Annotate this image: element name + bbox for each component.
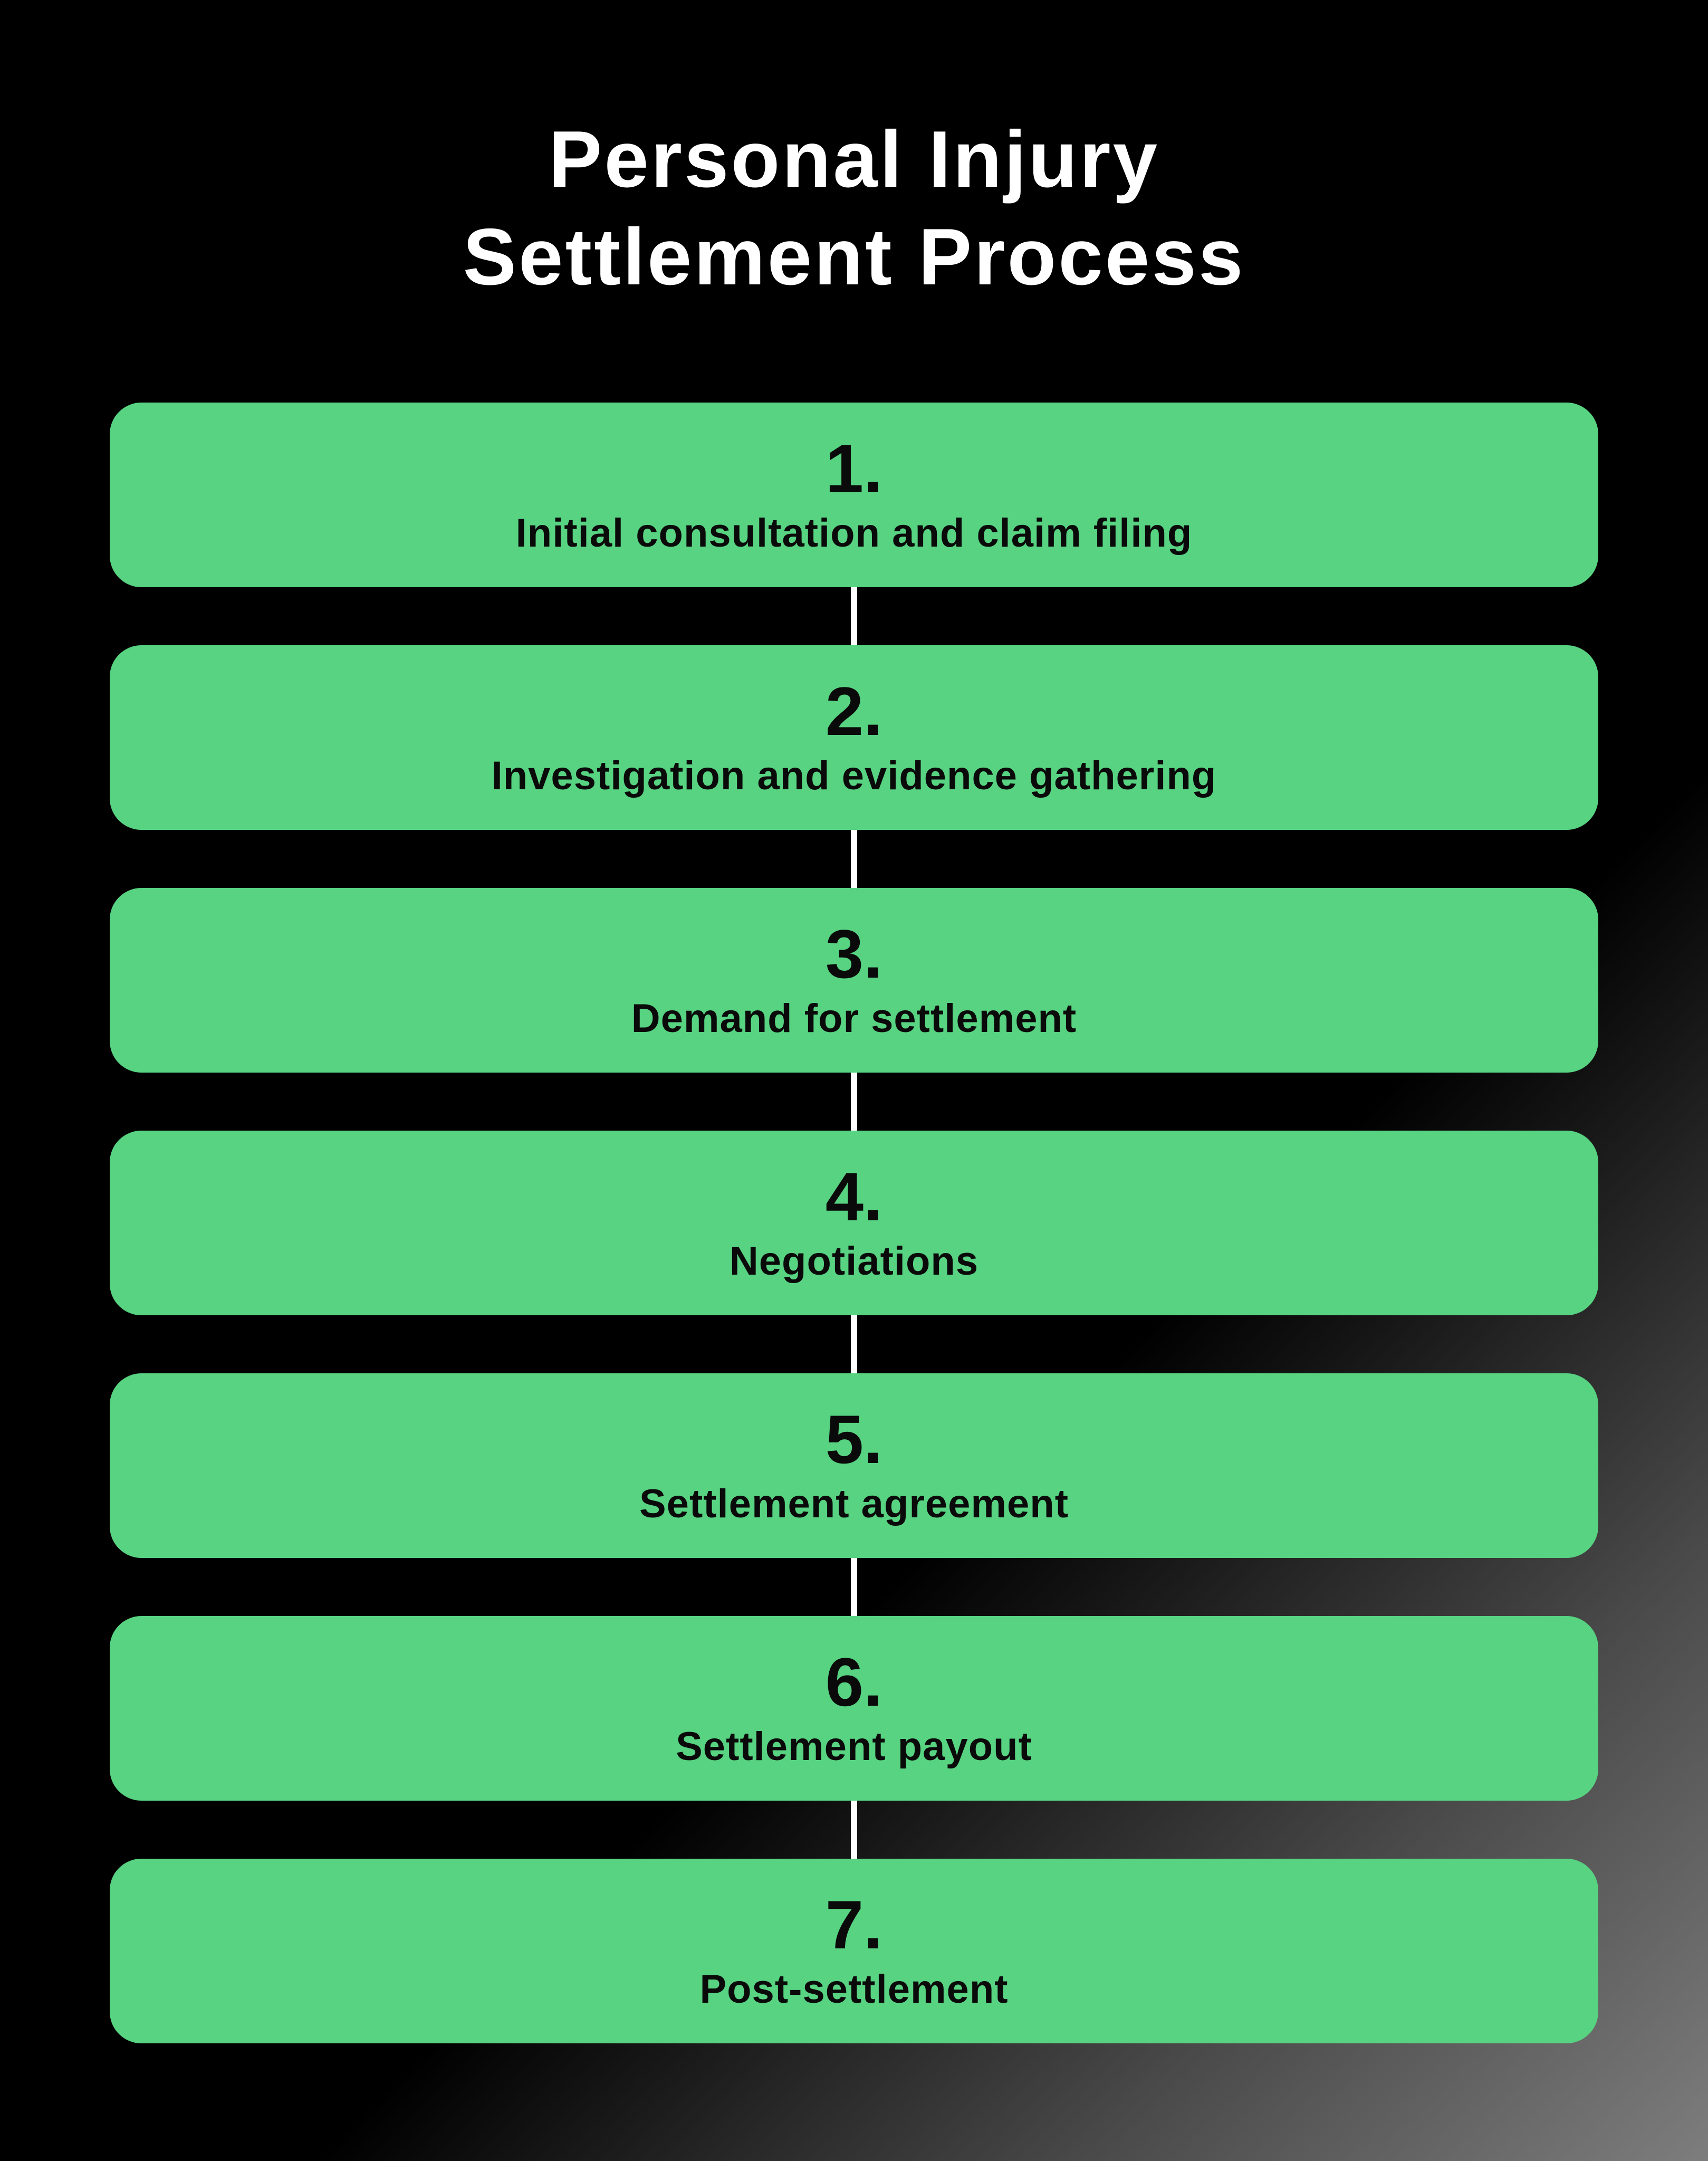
step-number: 6. <box>825 1643 883 1721</box>
step-card: 1. Initial consultation and claim filing <box>110 403 1598 587</box>
step-number: 2. <box>825 673 883 750</box>
step-label: Settlement payout <box>676 1724 1032 1770</box>
step-card: 5. Settlement agreement <box>110 1373 1598 1558</box>
step-number: 4. <box>825 1158 883 1236</box>
connector-line <box>851 1315 857 1373</box>
step-label: Settlement agreement <box>639 1481 1069 1527</box>
step-label: Initial consultation and claim filing <box>515 511 1193 556</box>
step-label: Negotiations <box>729 1239 979 1284</box>
step-card: 2. Investigation and evidence gathering <box>110 645 1598 830</box>
step-number: 3. <box>825 915 883 993</box>
page-title-line-1: Personal Injury <box>548 114 1160 204</box>
connector-line <box>851 587 857 645</box>
process-steps: 1. Initial consultation and claim filing… <box>110 403 1598 2043</box>
step-label: Investigation and evidence gathering <box>491 753 1217 799</box>
page-title-line-2: Settlement Process <box>463 212 1245 302</box>
connector-line <box>851 830 857 888</box>
step-number: 7. <box>825 1886 883 1964</box>
connector-line <box>851 1558 857 1616</box>
connector-line <box>851 1073 857 1131</box>
step-number: 5. <box>825 1401 883 1478</box>
step-card: 6. Settlement payout <box>110 1616 1598 1801</box>
step-label: Demand for settlement <box>631 996 1077 1041</box>
step-number: 1. <box>825 430 883 508</box>
step-card: 3. Demand for settlement <box>110 888 1598 1073</box>
step-card: 7. Post-settlement <box>110 1859 1598 2043</box>
page-title: Personal Injury Settlement Process <box>0 111 1708 306</box>
connector-line <box>851 1801 857 1859</box>
step-label: Post-settlement <box>699 1967 1009 2012</box>
step-card: 4. Negotiations <box>110 1131 1598 1315</box>
